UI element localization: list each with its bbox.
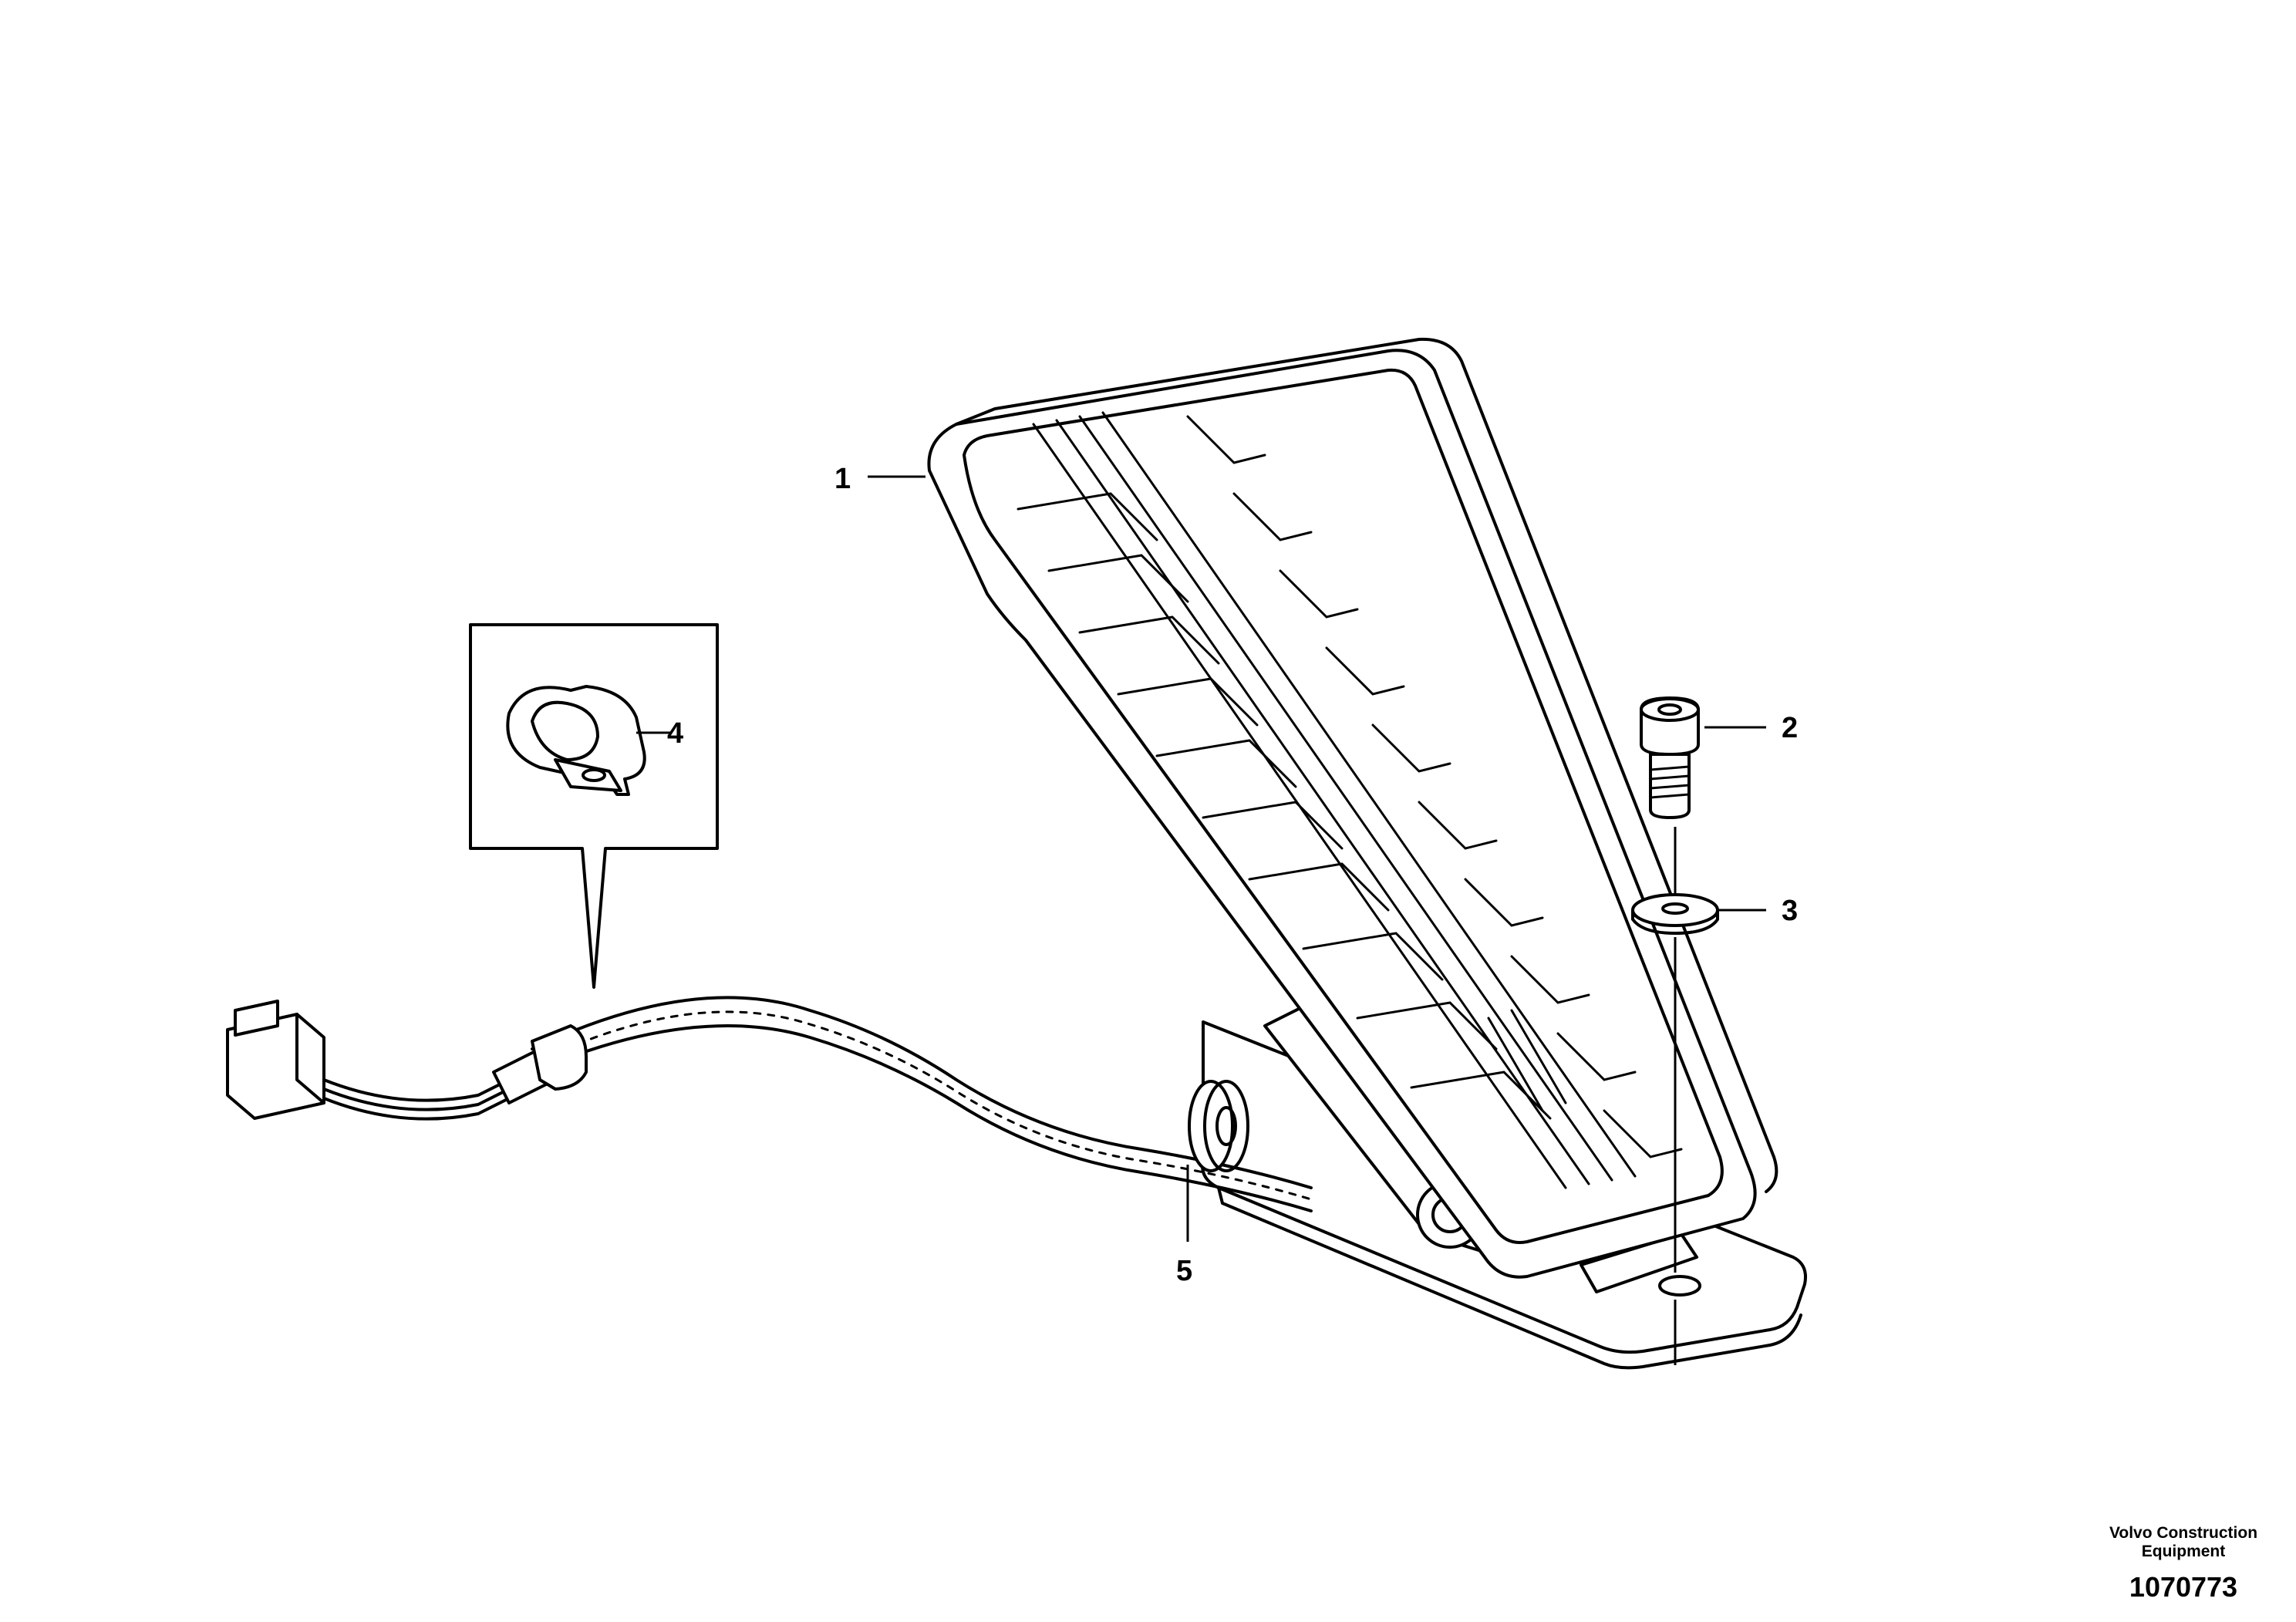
electrical-connector <box>226 1000 588 1121</box>
callout-1: 1 <box>834 463 851 495</box>
drawing-number: 1070773 <box>2129 1571 2237 1603</box>
spring-and-cable <box>531 996 1313 1212</box>
clamp-detail-box <box>469 623 719 989</box>
credit-line-2: Equipment <box>2142 1543 2226 1560</box>
callout-4: 4 <box>667 717 683 750</box>
credit-line-1: Volvo Construction <box>2109 1524 2257 1542</box>
callout-5: 5 <box>1176 1255 1192 1287</box>
accelerator-pedal <box>927 337 1778 1279</box>
bolt <box>1640 696 1700 819</box>
p-clamp <box>506 685 646 796</box>
callout-3: 3 <box>1782 895 1798 927</box>
washer <box>1631 893 1719 935</box>
callout-2: 2 <box>1782 712 1798 744</box>
